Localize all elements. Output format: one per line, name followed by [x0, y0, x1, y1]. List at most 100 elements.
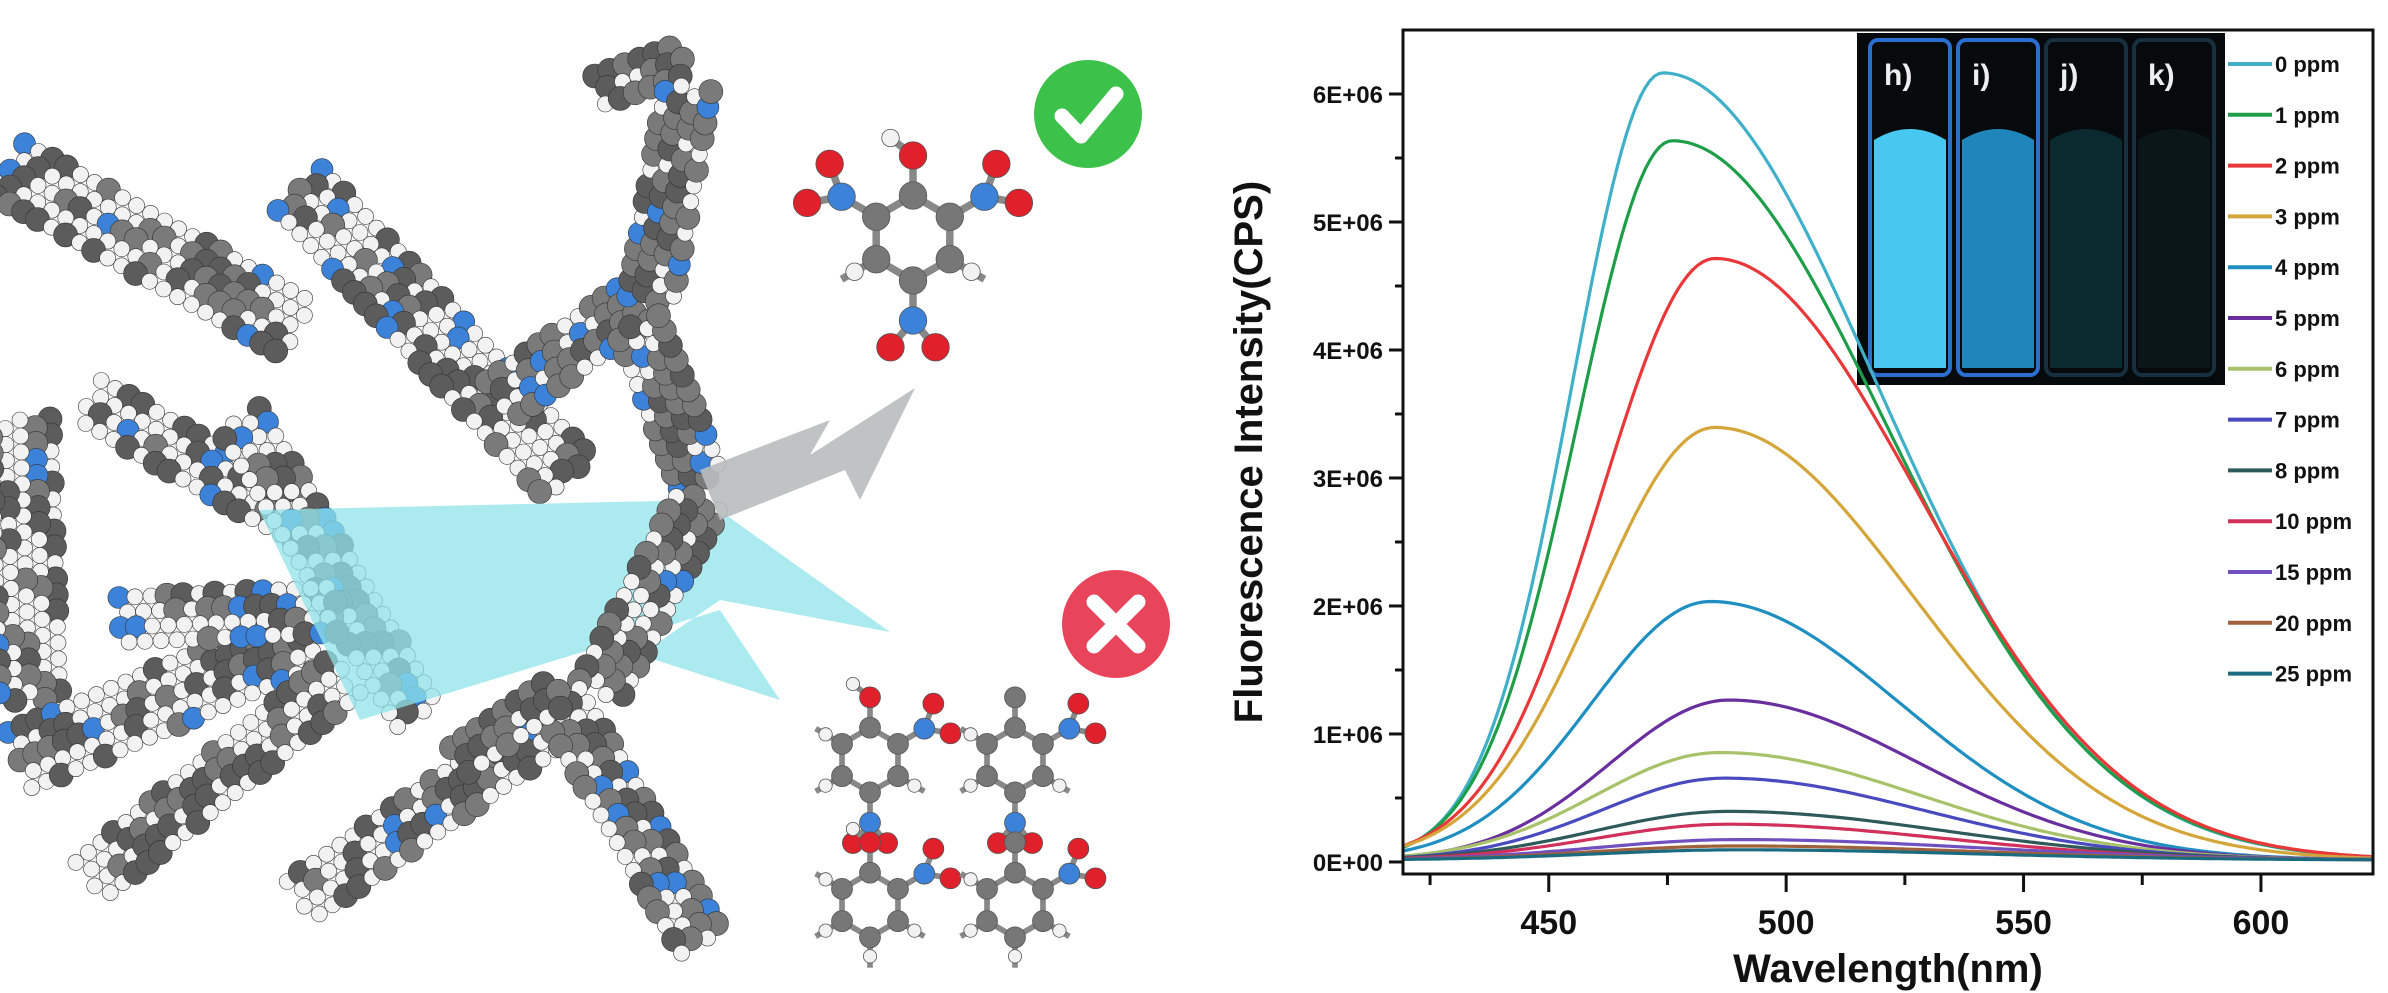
atom	[963, 727, 978, 742]
atom	[102, 884, 119, 901]
molecule	[814, 821, 962, 968]
atom	[67, 760, 85, 778]
atom	[296, 306, 313, 324]
vial-solution	[2050, 129, 2122, 368]
atom	[898, 266, 928, 295]
legend-item: 8 ppm	[2228, 458, 2340, 483]
atom	[0, 681, 11, 705]
atom	[898, 306, 928, 335]
atom	[982, 149, 1011, 178]
atom	[295, 897, 313, 915]
y-tick-label: 4E+06	[1313, 338, 1383, 365]
atom	[302, 237, 320, 254]
atom	[1084, 867, 1107, 890]
legend-item: 20 ppm	[2228, 611, 2352, 636]
atom	[584, 792, 602, 810]
vial-outline	[1868, 38, 1952, 377]
legend-label: 6 ppm	[2275, 357, 2340, 382]
atom	[482, 787, 499, 804]
atom	[576, 358, 594, 376]
atom	[887, 877, 909, 900]
atom	[818, 727, 833, 742]
atom	[226, 784, 244, 801]
atom	[88, 686, 105, 703]
atom	[0, 429, 3, 446]
atom	[267, 427, 285, 445]
atom	[282, 299, 299, 316]
atom	[428, 306, 445, 323]
atom	[859, 716, 881, 739]
gray-arrow	[700, 388, 915, 520]
atom	[460, 341, 478, 358]
atom	[831, 910, 853, 933]
atom	[887, 910, 909, 933]
y-tick-label: 3E+06	[1313, 466, 1383, 493]
atom	[77, 415, 95, 432]
legend-label: 4 ppm	[2275, 255, 2340, 280]
atom	[815, 149, 844, 178]
atom	[111, 741, 129, 759]
atom	[898, 141, 928, 170]
atom	[0, 511, 2, 523]
vial-outline	[2044, 38, 2128, 377]
atom	[1004, 781, 1026, 804]
atom	[0, 537, 7, 561]
atom	[531, 439, 549, 456]
y-axis-title: Fluorescence Intensity(CPS)	[1227, 181, 1271, 723]
atom	[174, 470, 192, 488]
atom	[230, 724, 247, 741]
atom	[91, 423, 108, 440]
legend-label: 10 ppm	[2275, 509, 2352, 534]
atom	[1067, 837, 1090, 860]
atom	[859, 926, 881, 949]
atom	[263, 338, 289, 364]
atom	[831, 765, 853, 788]
atom	[859, 831, 881, 854]
molecule	[959, 831, 1107, 968]
atom	[962, 262, 981, 281]
vial-solution	[1962, 129, 2034, 368]
atom	[913, 862, 936, 885]
atom	[600, 820, 618, 838]
atom	[495, 778, 512, 795]
series-line-3-ppm	[1402, 425, 2372, 860]
atom	[1032, 910, 1054, 933]
atom	[859, 781, 881, 804]
atom	[597, 686, 615, 703]
atom	[283, 483, 301, 500]
x-tick-label: 550	[1995, 904, 2052, 942]
atom	[0, 490, 6, 512]
atom	[935, 245, 964, 274]
atom	[241, 471, 258, 488]
x-tick-label: 500	[1758, 904, 1815, 942]
atom	[214, 794, 231, 811]
atom	[23, 779, 41, 796]
emission-beam	[259, 500, 890, 720]
atom	[318, 845, 336, 863]
atom	[155, 280, 172, 298]
atom	[498, 448, 516, 465]
atom	[935, 202, 964, 231]
legend-label: 20 ppm	[2275, 611, 2352, 636]
atom	[1058, 862, 1081, 885]
atom	[1004, 831, 1026, 854]
atom	[887, 732, 909, 755]
atom	[389, 330, 407, 348]
atom	[416, 832, 433, 850]
vial: k)	[2132, 38, 2216, 377]
atom	[83, 860, 100, 878]
atom	[141, 272, 158, 290]
vial: j)	[2044, 38, 2128, 377]
atom	[887, 765, 909, 788]
atom	[357, 208, 374, 225]
atom	[113, 240, 131, 258]
legend-item: 2 ppm	[2228, 154, 2340, 179]
atom	[276, 744, 294, 761]
atom	[859, 686, 881, 709]
atom	[1084, 722, 1107, 745]
vial-solution	[1874, 129, 1946, 368]
atom	[309, 888, 326, 906]
atom	[527, 479, 553, 504]
legend-label: 2 ppm	[2275, 154, 2340, 179]
